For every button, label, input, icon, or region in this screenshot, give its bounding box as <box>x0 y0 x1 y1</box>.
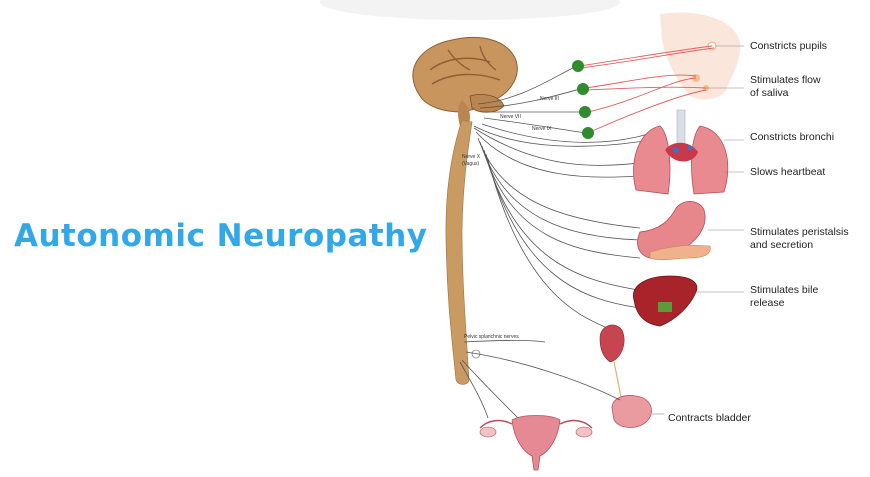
leader-lines <box>652 45 744 415</box>
label-nerve-vii: Nerve VII <box>500 114 521 120</box>
label-stimulates-saliva: Stimulates flow of saliva <box>750 74 821 99</box>
kidney <box>599 324 625 363</box>
face-silhouette <box>660 12 741 100</box>
brainstem <box>458 100 470 126</box>
label-nerve-x: Nerve X (Vagus) <box>462 154 481 167</box>
label-constricts-pupils: Constricts pupils <box>750 40 828 52</box>
ganglion-pterygopalatine <box>577 83 589 95</box>
background-glow <box>320 0 620 20</box>
label-nerve-iii: Nerve III <box>540 96 559 102</box>
pelvic-ganglion <box>471 349 481 359</box>
liver <box>633 275 698 327</box>
fibers-to-face <box>579 45 715 133</box>
pelvic-nerves <box>459 340 621 421</box>
label-stimulates-peristalsis: Stimulates peristalsis and secretion <box>750 226 849 251</box>
bladder <box>611 395 652 428</box>
ganglion-submandibular <box>579 106 591 118</box>
vagus-branches <box>473 125 661 331</box>
spinal-cord <box>445 119 473 385</box>
lungs <box>633 109 729 195</box>
label-contracts-bladder: Contracts bladder <box>668 412 751 424</box>
reproductive-organs <box>479 415 593 471</box>
ganglion-ciliary <box>572 60 584 72</box>
label-pelvic-nerves: Pelvic splanchnic nerves <box>464 334 519 340</box>
label-nerve-x-line2: (Vagus) <box>462 161 479 167</box>
label-nerve-x-line1: Nerve X <box>462 154 481 160</box>
bile-duct <box>658 302 672 312</box>
ganglion-otic <box>582 127 594 139</box>
label-nerve-ix: Nerve IX <box>532 126 552 132</box>
label-constricts-bronchi: Constricts bronchi <box>750 131 835 143</box>
brain-gyri <box>429 45 501 85</box>
diagram-title: Autonomic Neuropathy <box>14 218 428 254</box>
label-slows-heartbeat: Slows heartbeat <box>750 166 826 178</box>
ganglia <box>572 60 594 139</box>
pancreas <box>649 244 711 261</box>
label-stimulates-bile: Stimulates bile release <box>750 284 819 309</box>
